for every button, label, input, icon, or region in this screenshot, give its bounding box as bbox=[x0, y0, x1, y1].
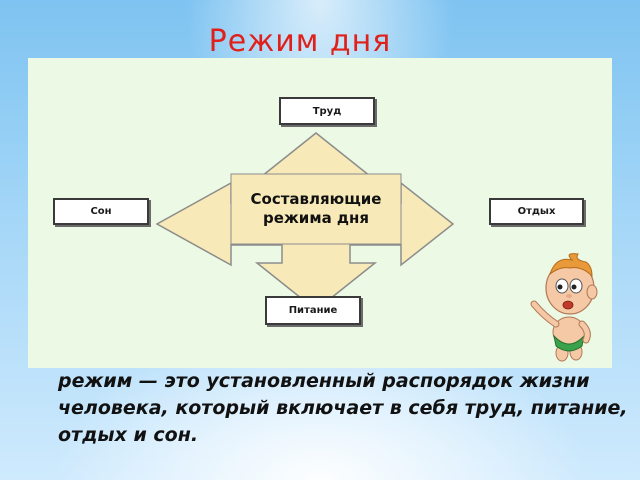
page-title: Режим дня bbox=[208, 24, 392, 59]
definition-text: режим — это установленный распорядок жиз… bbox=[58, 370, 628, 446]
node-rest: Отдых bbox=[489, 198, 584, 225]
center-label-line1: Составляющие bbox=[250, 190, 382, 208]
cartoon-child-pointing-icon bbox=[530, 253, 598, 362]
node-food: Питание bbox=[265, 296, 361, 325]
diagram-panel: Составляющие режима дня Труд Сон Отдых П… bbox=[28, 58, 612, 368]
center-label: Составляющие режима дня bbox=[231, 190, 401, 228]
center-panel bbox=[230, 173, 402, 245]
four-way-arrow bbox=[155, 132, 455, 311]
node-sleep: Сон bbox=[53, 198, 149, 225]
node-work: Труд bbox=[279, 97, 375, 125]
center-label-line2: режима дня bbox=[262, 209, 370, 227]
